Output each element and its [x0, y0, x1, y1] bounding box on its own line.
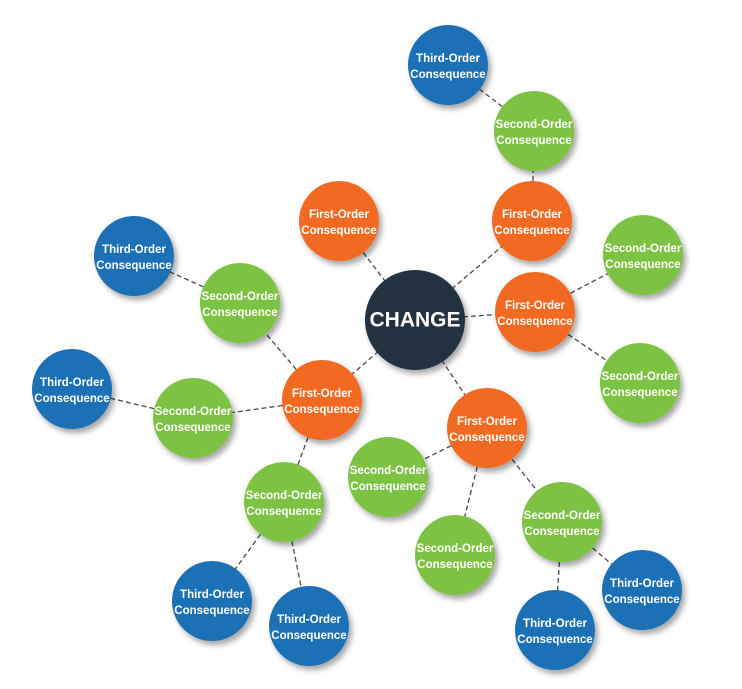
second-order-node-3-1-circle	[603, 215, 683, 295]
third-order-node-4-3-1-circle	[515, 590, 595, 670]
second-order-node-1-1-circle	[494, 91, 574, 171]
third-order-node-5-3-2-circle	[269, 586, 349, 666]
second-order-node-4-1-circle	[348, 437, 428, 517]
second-order-node-5-3-circle	[244, 462, 324, 542]
center-label: CHANGE	[369, 309, 460, 332]
second-order-node-3-2-circle	[600, 343, 680, 423]
third-order-node-5-1-1-circle	[94, 216, 174, 296]
first-order-node-3-circle	[495, 272, 575, 352]
center-circle	[365, 270, 465, 370]
third-order-node-5-3-1-circle	[172, 561, 252, 641]
first-order-node-4-circle	[447, 388, 527, 468]
third-order-node-4-3-2-circle	[602, 550, 682, 630]
second-order-node-5-1-circle	[200, 263, 280, 343]
second-order-node-4-3-circle	[522, 482, 602, 562]
first-order-node-1-circle	[492, 181, 572, 261]
third-order-node-1-1-1-circle	[408, 25, 488, 105]
second-order-node-5-2-circle	[153, 378, 233, 458]
first-order-node-2-circle	[299, 181, 379, 261]
center-node: CHANGE	[365, 270, 465, 370]
third-order-node-5-2-1-circle	[32, 349, 112, 429]
second-order-node-4-2-circle	[415, 515, 495, 595]
edge-first-4-to-second-2	[454, 427, 488, 556]
first-order-node-5-circle	[282, 360, 362, 440]
